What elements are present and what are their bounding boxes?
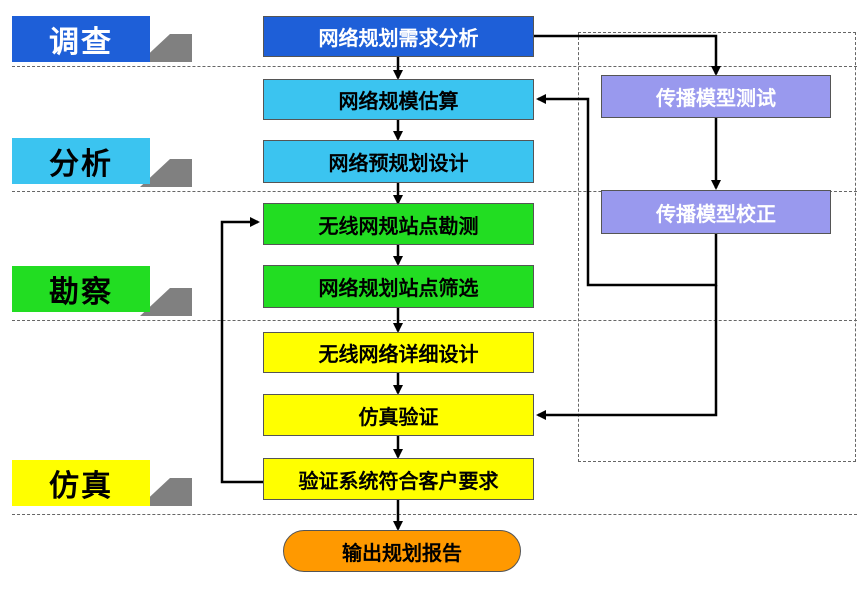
wireless-site-survey-box: 无线网规站点勘测 <box>263 203 534 245</box>
stage-separator-1 <box>12 66 857 67</box>
stage-shadow-analysis <box>140 159 192 187</box>
side-flow-container <box>578 32 856 462</box>
stage-separator-3 <box>12 320 857 321</box>
stage-label-site-survey: 勘察 <box>12 266 150 312</box>
customer-requirement-check-box: 验证系统符合客户要求 <box>263 458 534 500</box>
stage-separator-4 <box>12 514 857 515</box>
output-report-box: 输出规划报告 <box>283 530 521 572</box>
stage-label-simulation: 仿真 <box>12 460 150 506</box>
stage-label-analysis: 分析 <box>12 138 150 184</box>
propagation-model-calibration-box: 传播模型校正 <box>601 190 831 234</box>
stage-label-survey: 调查 <box>12 16 150 62</box>
detailed-design-box: 无线网络详细设计 <box>263 332 534 373</box>
stage-shadow-site-survey <box>140 288 192 316</box>
stage-separator-2 <box>12 191 857 192</box>
site-screening-box: 网络规划站点筛选 <box>263 265 534 308</box>
simulation-verification-box: 仿真验证 <box>263 394 534 436</box>
pre-planning-design-box: 网络预规划设计 <box>263 140 534 183</box>
stage-shadow-simulation <box>140 478 192 506</box>
propagation-model-test-box: 传播模型测试 <box>601 75 831 118</box>
stage-shadow-survey <box>140 34 192 62</box>
scale-estimation-box: 网络规模估算 <box>263 79 534 120</box>
requirement-analysis-box: 网络规划需求分析 <box>263 16 534 57</box>
